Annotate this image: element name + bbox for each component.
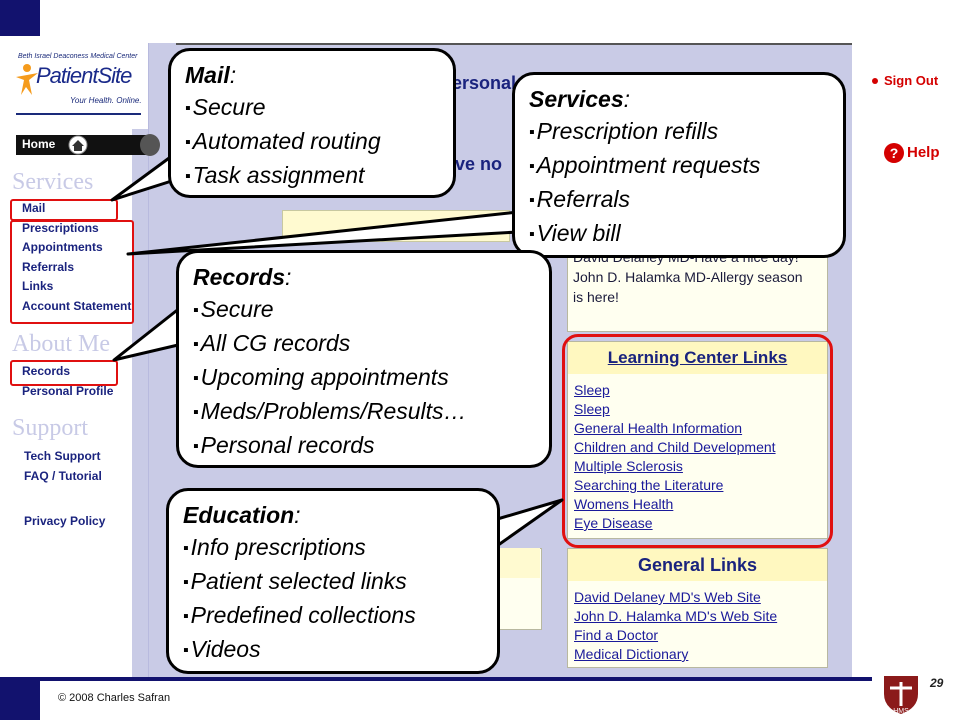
callout-item: Info prescriptions (183, 531, 483, 565)
sidebar-item-tech-support[interactable]: Tech Support (24, 449, 101, 463)
callout-item: Appointment requests (529, 149, 829, 183)
sidebar-item-records[interactable]: Records (22, 364, 71, 378)
sidebar-item-mail[interactable]: Mail (22, 201, 46, 215)
section-title-support: Support (12, 415, 89, 441)
sidebar-item-privacy-policy[interactable]: Privacy Policy (24, 514, 106, 528)
callout-records: Records: Secure All CG records Upcoming … (176, 250, 552, 468)
learning-link[interactable]: Searching the Literature (574, 477, 724, 493)
notice-fragment: ve no (455, 154, 503, 174)
sidebar-item-appointments[interactable]: Appointments (22, 240, 103, 254)
svg-text:HMS: HMS (893, 708, 909, 715)
section-title-about-me: About Me (12, 331, 110, 357)
callout-mail-title: Mail (185, 62, 230, 88)
section-title-services: Services (12, 169, 94, 195)
callout-item: Prescription refills (529, 115, 829, 149)
sidebar-item-faq-tutorial[interactable]: FAQ / Tutorial (24, 469, 102, 483)
house-icon (68, 135, 88, 155)
logo-tagline: Your Health. Online. (70, 96, 142, 105)
sidebar-item-links[interactable]: Links (22, 279, 54, 293)
logo-rule (16, 113, 141, 115)
sidebar-shade (132, 129, 148, 677)
learning-link[interactable]: Children and Child Development (574, 439, 776, 455)
sidebar-item-referrals[interactable]: Referrals (22, 260, 75, 274)
callout-item: Meds/Problems/Results… (193, 395, 535, 429)
logo-name: PatientSite (36, 63, 132, 88)
general-link[interactable]: David Delaney MD's Web Site (574, 589, 761, 605)
message-line: John D. Halamka MD-Allergy season (573, 269, 803, 285)
sidebar-item-account-statement[interactable]: Account Statement (22, 299, 132, 313)
callout-services: Services: Prescription refills Appointme… (512, 72, 846, 258)
callout-item: Secure (193, 293, 535, 327)
sign-out-bullet-icon (872, 78, 878, 84)
callout-mail: Mail: Secure Automated routing Task assi… (168, 48, 456, 198)
callout-services-title: Services (529, 86, 624, 112)
home-bar-cap (140, 134, 160, 156)
logo-org-name: Beth Israel Deaconess Medical Center (18, 53, 138, 60)
learning-center-panel: Learning Center Links Sleep Sleep Genera… (567, 341, 828, 539)
copyright-text: © 2008 Charles Safran (58, 692, 171, 704)
general-link[interactable]: John D. Halamka MD's Web Site (574, 608, 778, 624)
callout-education: Education: Info prescriptions Patient se… (166, 488, 500, 674)
person-figure-icon (16, 64, 38, 95)
sidebar-item-prescriptions[interactable]: Prescriptions (22, 221, 99, 235)
general-link[interactable]: Medical Dictionary (574, 646, 689, 662)
learning-link[interactable]: General Health Information (574, 420, 743, 436)
sidebar-item-personal-profile[interactable]: Personal Profile (22, 384, 114, 398)
logo[interactable]: Beth Israel Deaconess Medical Center Pat… (8, 43, 148, 129)
highlight-records (10, 360, 118, 386)
callout-item: Predefined collections (183, 599, 483, 633)
message-line: is here! (573, 289, 619, 305)
callout-item: Personal records (193, 429, 535, 463)
learning-center-title: Learning Center Links (568, 342, 827, 374)
hms-logo-icon: HMS (884, 676, 918, 715)
learning-link[interactable]: Eye Disease (574, 515, 653, 531)
learning-link[interactable]: Womens Health (574, 496, 674, 512)
general-link[interactable]: Find a Doctor (574, 627, 659, 643)
callout-records-title: Records (193, 264, 286, 290)
page-number: 29 (930, 676, 944, 690)
learning-link[interactable]: Sleep (574, 382, 610, 398)
callout-item: Secure (185, 91, 439, 125)
sign-out-link[interactable]: Sign Out (884, 73, 939, 88)
welcome-heading-fragment: ersonal (452, 73, 517, 93)
slide-corner-bar (0, 0, 40, 36)
learning-link[interactable]: Sleep (574, 401, 610, 417)
callout-item: All CG records (193, 327, 535, 361)
highlight-learning-center (562, 334, 833, 548)
slide-footer-corner (0, 677, 40, 720)
callout-item: Automated routing (185, 125, 439, 159)
learning-link[interactable]: Multiple Sclerosis (574, 458, 683, 474)
general-links-title: General Links (568, 549, 827, 581)
callout-item: Videos (183, 633, 483, 667)
home-label: Home (22, 137, 56, 151)
callout-item: Referrals (529, 183, 829, 217)
help-icon[interactable]: ? (884, 143, 904, 163)
callout-education-title: Education (183, 502, 295, 528)
general-links-panel: General Links David Delaney MD's Web Sit… (567, 548, 828, 668)
highlight-services-group (10, 220, 134, 324)
callout-item: Upcoming appointments (193, 361, 535, 395)
slide-footer-rule (40, 677, 872, 681)
top-rule (176, 43, 852, 45)
help-link[interactable]: Help (907, 144, 940, 161)
callout-item: View bill (529, 217, 829, 251)
callout-item: Patient selected links (183, 565, 483, 599)
callout-item: Task assignment (185, 159, 439, 193)
